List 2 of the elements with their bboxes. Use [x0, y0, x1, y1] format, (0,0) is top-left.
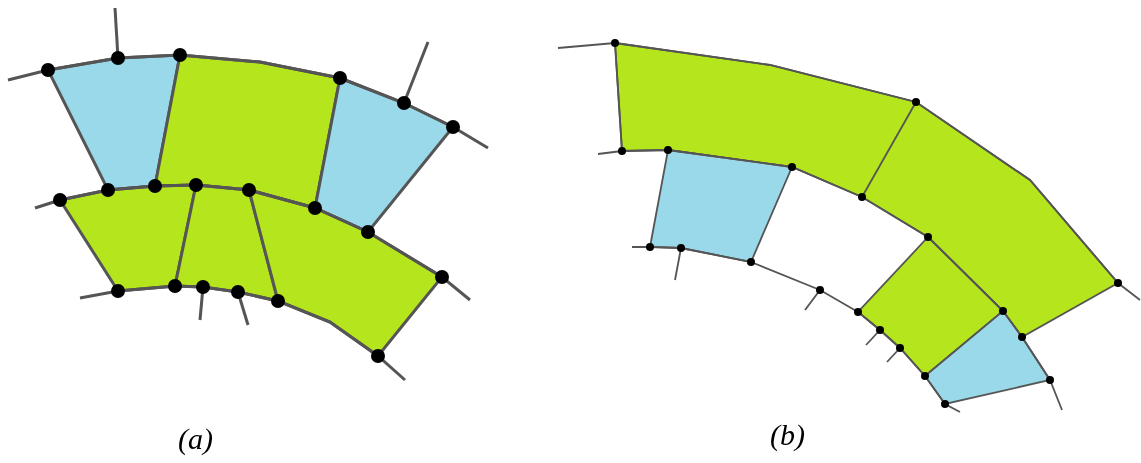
panel-label: (a) — [178, 422, 213, 456]
panel-label: (b) — [770, 418, 805, 452]
